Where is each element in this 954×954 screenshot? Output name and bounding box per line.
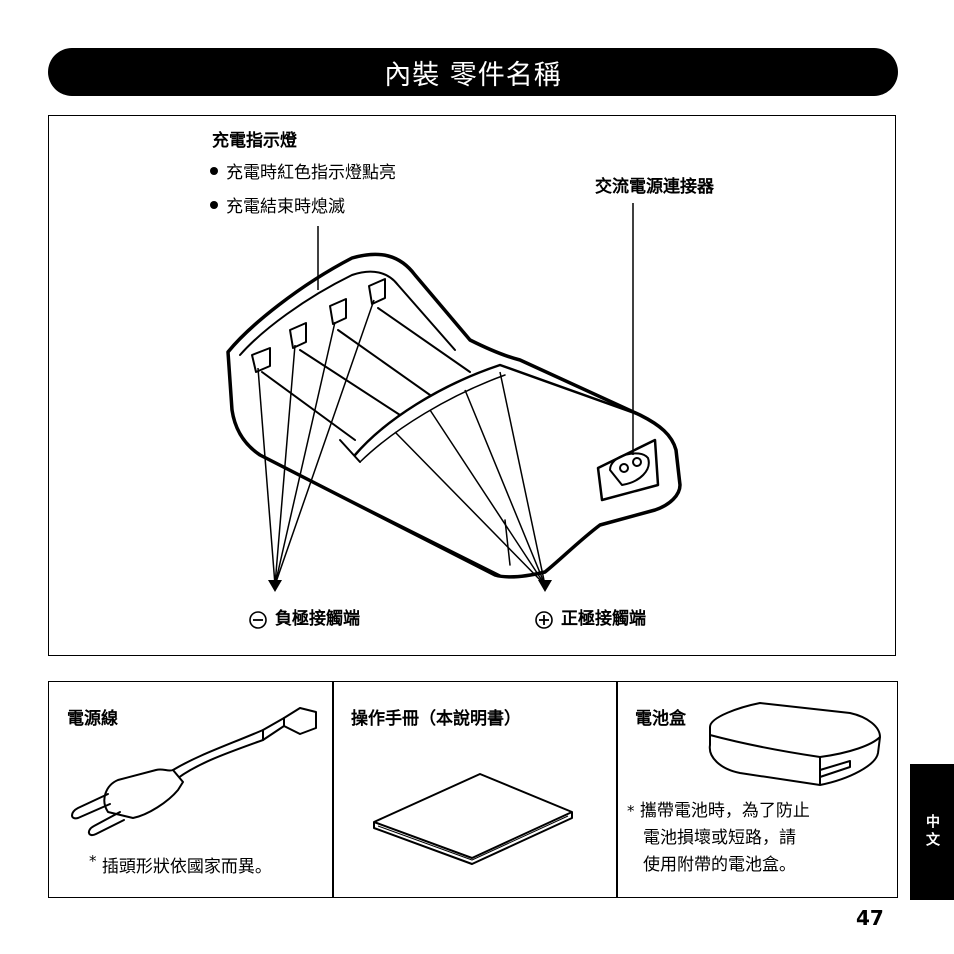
language-tab-label: 中文	[924, 814, 940, 850]
positive-terminal-label: 正極接觸端	[561, 609, 646, 629]
page-title: 內裝 零件名稱	[384, 59, 562, 91]
section-title-bar: 內裝 零件名稱	[48, 48, 898, 96]
indicator-note-1: 充電時紅色指示燈點亮	[210, 165, 396, 182]
battery-case-title: 電池盒	[635, 709, 686, 729]
battery-case-note-line-2: 電池損壞或短路，請	[643, 828, 796, 848]
page-number: 47	[856, 906, 884, 930]
bullet-icon	[210, 167, 218, 175]
bullet-icon	[210, 201, 218, 209]
indicator-title: 充電指示燈	[212, 131, 297, 151]
minus-circle-icon	[249, 611, 267, 629]
negative-terminal-label: 負極接觸端	[275, 609, 360, 629]
battery-case-note-line-3: 使用附帶的電池盒。	[643, 855, 796, 875]
ac-connector-label: 交流電源連接器	[595, 177, 714, 197]
battery-case-note: * 攜帶電池時，為了防止	[627, 801, 810, 821]
charger-diagram-panel	[48, 115, 896, 656]
accessory-power-cord: 電源線 * 插頭形狀依國家而異。	[48, 681, 334, 898]
plus-circle-icon	[535, 611, 553, 629]
indicator-note-2: 充電結束時熄滅	[210, 199, 345, 216]
accessory-battery-case: 電池盒 * 攜帶電池時，為了防止 電池損壞或短路，請 使用附帶的電池盒。	[616, 681, 898, 898]
language-side-tab: 中文	[910, 764, 954, 900]
power-cord-title: 電源線	[67, 709, 118, 729]
accessory-manual: 操作手冊（本說明書）	[332, 681, 618, 898]
manual-title: 操作手冊（本說明書）	[351, 709, 521, 729]
battery-case-illustration	[708, 702, 881, 786]
power-cord-illustration	[71, 707, 317, 836]
manual-illustration	[373, 773, 573, 865]
power-cord-note: * 插頭形狀依國家而異。	[89, 852, 272, 877]
